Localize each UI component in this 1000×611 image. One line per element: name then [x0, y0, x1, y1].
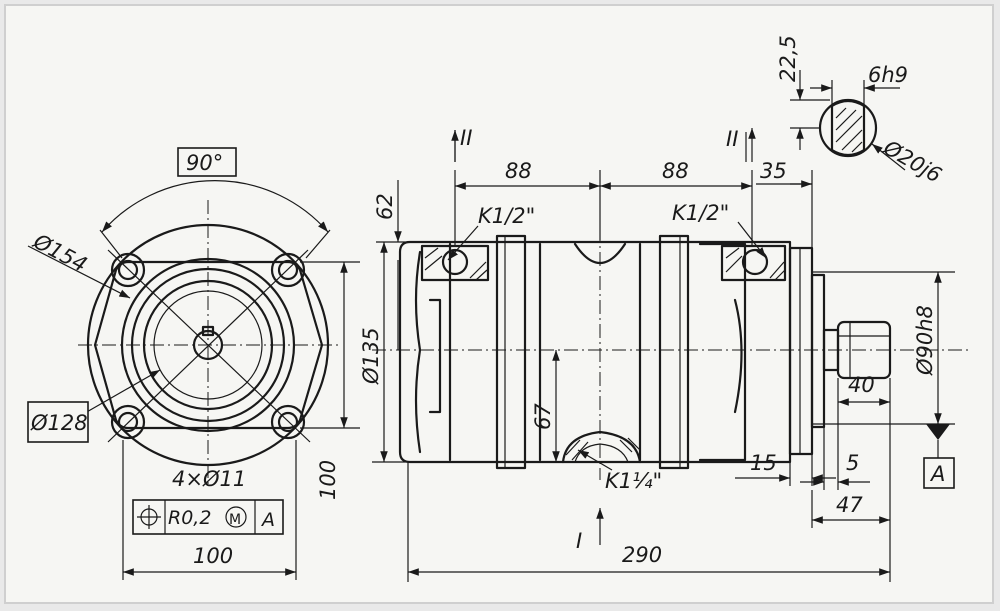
end-view — [78, 180, 340, 485]
dim-135-label: Ø135 — [359, 327, 383, 385]
bore-box — [27, 401, 89, 443]
angle-label: 90° — [186, 151, 223, 175]
dim-47-label: 47 — [836, 493, 863, 517]
tolerance-datum: A — [260, 509, 275, 531]
side-view — [372, 180, 970, 480]
section-mark-bottom: I — [576, 529, 582, 553]
width-100-label: 100 — [193, 544, 233, 568]
angle-box — [177, 147, 237, 177]
dim-290-label: 290 — [622, 543, 662, 567]
dim-67-label: 67 — [531, 403, 555, 430]
pcd-label: Ø154 — [29, 229, 91, 277]
tolerance-frame: R0,2 M A — [132, 499, 284, 535]
dim-88-right: 88 — [662, 159, 689, 183]
datum-a-label: A — [929, 462, 945, 486]
bore-label: Ø128 — [30, 411, 88, 435]
height-100-label: 100 — [316, 460, 340, 500]
dim-6h9-label: 6h9 — [868, 63, 908, 87]
dim-40-label: 40 — [848, 373, 875, 397]
dim-5-label: 5 — [846, 451, 859, 475]
dim-22-5-label: 22,5 — [776, 35, 800, 82]
port-bottom-label: K1¼" — [605, 469, 662, 493]
tolerance-value: R0,2 — [168, 507, 211, 529]
key-section-detail — [818, 98, 878, 158]
dim-35-label: 35 — [760, 159, 787, 183]
dim-62-label: 62 — [373, 193, 397, 220]
holes-label: 4×Ø11 — [172, 467, 246, 491]
port-right-label: K1/2" — [672, 201, 729, 225]
datum-a-box — [923, 457, 955, 489]
dim-20j6-label: Ø20j6 — [879, 135, 946, 188]
section-mark-top-right: II — [726, 127, 738, 151]
tolerance-modifier: M — [229, 512, 241, 528]
port-left-label: K1/2" — [478, 204, 535, 228]
dim-90h8-label: Ø90h8 — [913, 305, 937, 376]
dim-88-left: 88 — [505, 159, 532, 183]
dim-15-label: 15 — [750, 451, 777, 475]
section-mark-top-left: II — [460, 126, 472, 150]
